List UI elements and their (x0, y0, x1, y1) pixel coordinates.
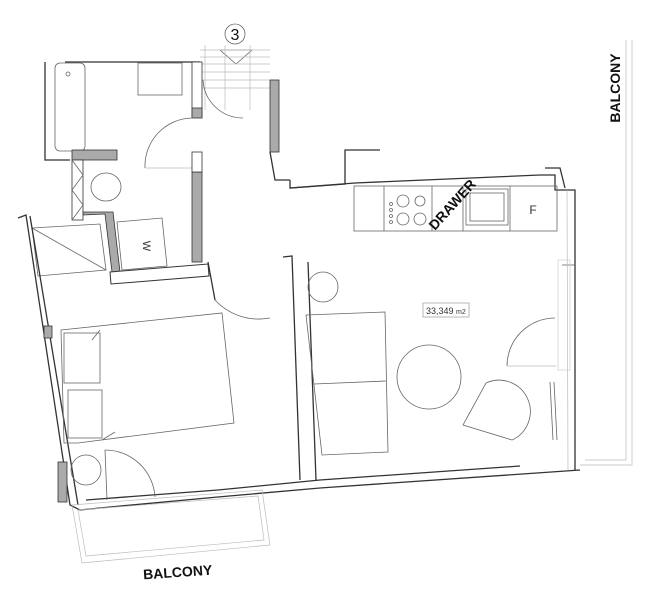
bed (60, 312, 235, 444)
insulated-wall (71, 159, 84, 221)
balcony-bottom-label: BALCONY (143, 562, 214, 583)
bottom-balcony (71, 489, 271, 564)
sofa (305, 311, 389, 456)
nightstand (70, 454, 102, 486)
bathroom-door-swing (144, 117, 194, 169)
bathroom (44, 61, 244, 221)
bathtub (54, 62, 86, 152)
laundry: W (31, 211, 210, 285)
dining-table (396, 344, 462, 410)
kitchen-sink (465, 188, 509, 226)
sink (137, 62, 183, 96)
balcony-right-label: BALCONY (607, 53, 623, 123)
washer-label: W (140, 241, 152, 252)
stair-marker: 3 (200, 23, 270, 110)
chair (462, 379, 531, 441)
stair-number: 3 (231, 27, 240, 44)
right-balcony (580, 40, 633, 466)
drawer-label: DRAWER (425, 176, 479, 233)
stairs (200, 45, 270, 110)
plant (307, 271, 339, 303)
toilet (90, 172, 122, 202)
area-label: 33,349 m2 (426, 306, 466, 316)
fridge-label: F (529, 203, 536, 217)
kitchen-counter: DRAWER F (353, 176, 558, 233)
